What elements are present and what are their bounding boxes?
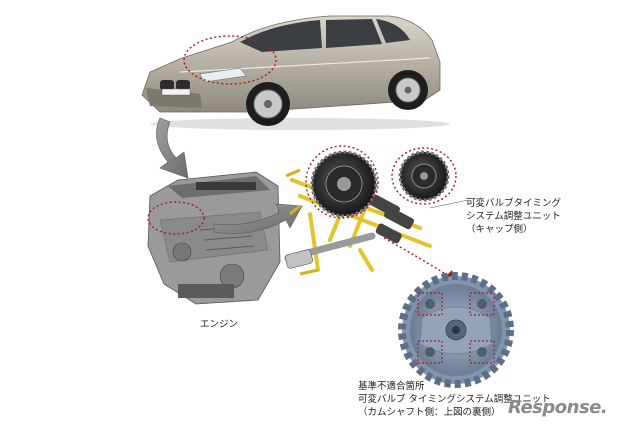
defect-label-line1: 基準不適合箇所 [358, 381, 425, 392]
bolt-highlight-bl [417, 340, 443, 364]
defect-location-label: 基準不適合箇所 可変バルブ タイミングシステム調整ユニット （カムシャフト側：上… [358, 380, 551, 419]
engine-camshaft-highlight [147, 201, 205, 235]
vvt-left-highlight [305, 145, 379, 219]
vvt-unit-label: 可変バルブタイミング システム調整ユニット （キャップ側） [466, 197, 561, 236]
arrow-car-to-engine [156, 117, 189, 179]
bolt-highlight-tr [469, 292, 495, 316]
response-watermark: Response. [508, 397, 608, 418]
bolt-highlight-br [469, 340, 495, 364]
defect-label-line2: 可変バルブ タイミングシステム調整ユニット [358, 394, 551, 405]
dashed-arrow-to-gear [383, 237, 453, 279]
vvt-right-highlight [391, 147, 457, 205]
vvt-assembly [284, 150, 450, 276]
defect-label-leader [439, 379, 451, 387]
car-hood-highlight [183, 35, 277, 85]
defect-label-line3: （カムシャフト側：上図の裏側） [358, 407, 501, 418]
engine-illustration [147, 171, 281, 305]
car-illustration [141, 15, 450, 130]
vvt-unit-label-line2: システム調整ユニット [466, 211, 561, 222]
vvt-unit-label-line3: （キャップ側） [466, 224, 533, 235]
bolt-highlight-tl [417, 292, 443, 316]
arrow-engine-to-parts [213, 203, 303, 234]
vvt-gear-detail [398, 272, 514, 388]
engine-label: エンジン [200, 319, 239, 330]
vvt-unit-label-line1: 可変バルブタイミング [466, 198, 562, 209]
vvt-label-leader [429, 199, 469, 209]
